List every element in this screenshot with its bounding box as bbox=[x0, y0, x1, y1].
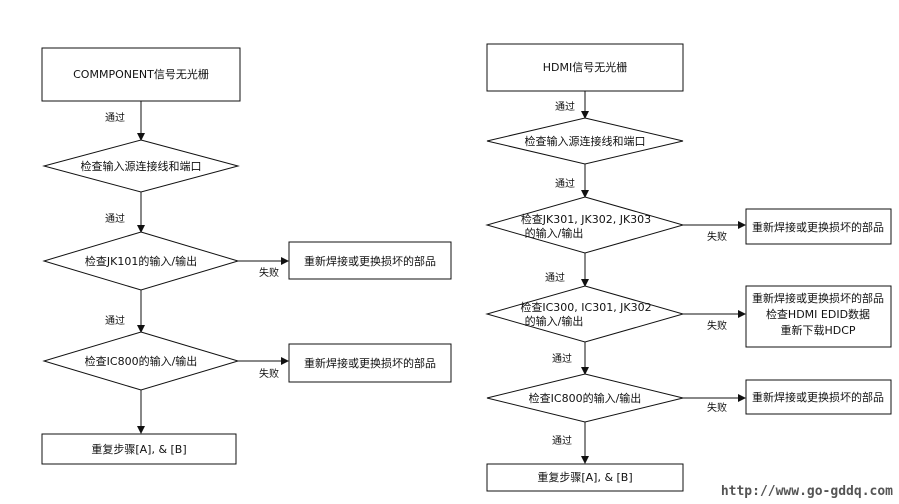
right-fix-line-2: 检查HDMI EDID数据 bbox=[766, 307, 870, 321]
left-fail-label-1: 失败 bbox=[259, 266, 279, 279]
right-fail-label-1: 失败 bbox=[707, 230, 727, 243]
right-fix-box-3 bbox=[745, 379, 892, 415]
left-fix-box-2 bbox=[288, 343, 452, 383]
right-end-box bbox=[486, 463, 684, 492]
right-pass-label-3: 通过 bbox=[545, 271, 565, 284]
left-check-ic-label: 检查IC800的输入/输出 bbox=[85, 354, 198, 368]
right-check-ic-line-2: 的输入/输出 bbox=[525, 314, 584, 328]
left-start-label: COMMPONENT信号无光栅 bbox=[73, 67, 209, 81]
left-fix-box-1 bbox=[288, 241, 452, 280]
right-check-ic-line-1: 检查IC300, IC301, JK302 bbox=[520, 300, 651, 314]
right-fix-label-1: 重新焊接或更换损坏的部品 bbox=[752, 220, 884, 234]
right-pass-label-1: 通过 bbox=[555, 100, 575, 113]
right-check-jk-line-2: 的输入/输出 bbox=[525, 226, 584, 240]
left-check-jk-label: 检查JK101的输入/输出 bbox=[85, 254, 197, 268]
right-check-ic-diamond bbox=[485, 285, 685, 343]
left-check-cable-label: 检查输入源连接线和端口 bbox=[81, 159, 202, 173]
left-start-box bbox=[41, 47, 241, 102]
left-flowchart: COMMPONENT信号无光栅 通过 检查输入源连接线和端口 通过 检查JK10… bbox=[41, 47, 452, 465]
right-check-cable-label: 检查输入源连接线和端口 bbox=[525, 134, 646, 148]
right-flowchart: HDMI信号无光栅 通过 检查输入源连接线和端口 通过 检查JK301, JK3… bbox=[485, 43, 892, 492]
left-pass-label-2: 通过 bbox=[105, 212, 125, 225]
watermark-url: http://www.go-gddq.com bbox=[721, 484, 893, 499]
right-fix-box-1 bbox=[745, 208, 892, 245]
left-pass-label-1: 通过 bbox=[105, 111, 125, 124]
left-pass-label-3: 通过 bbox=[105, 314, 125, 327]
right-fix-line-3: 重新下载HDCP bbox=[780, 323, 855, 337]
right-fail-label-3: 失败 bbox=[707, 401, 727, 414]
right-pass-label-5: 通过 bbox=[552, 434, 572, 447]
right-end-label: 重复步骤[A], & [B] bbox=[537, 470, 632, 484]
left-fail-label-2: 失败 bbox=[259, 367, 279, 380]
right-pass-label-4: 通过 bbox=[552, 352, 572, 365]
right-fix-box-2 bbox=[745, 285, 892, 348]
left-end-label: 重复步骤[A], & [B] bbox=[91, 442, 186, 456]
left-end-box bbox=[41, 433, 237, 465]
right-check-jk-line-1: 检查JK301, JK302, JK303 bbox=[521, 212, 651, 226]
right-start-box bbox=[486, 43, 684, 92]
right-fail-label-2: 失败 bbox=[707, 319, 727, 332]
left-fix-label-2: 重新焊接或更换损坏的部品 bbox=[304, 356, 436, 370]
right-fix-label-3: 重新焊接或更换损坏的部品 bbox=[752, 390, 884, 404]
right-start-label: HDMI信号无光栅 bbox=[543, 60, 627, 74]
right-fix-line-1: 重新焊接或更换损坏的部品 bbox=[752, 291, 884, 305]
right-check-ic800-label: 检查IC800的输入/输出 bbox=[529, 391, 642, 405]
left-fix-label-1: 重新焊接或更换损坏的部品 bbox=[304, 254, 436, 268]
right-pass-label-2: 通过 bbox=[555, 177, 575, 190]
